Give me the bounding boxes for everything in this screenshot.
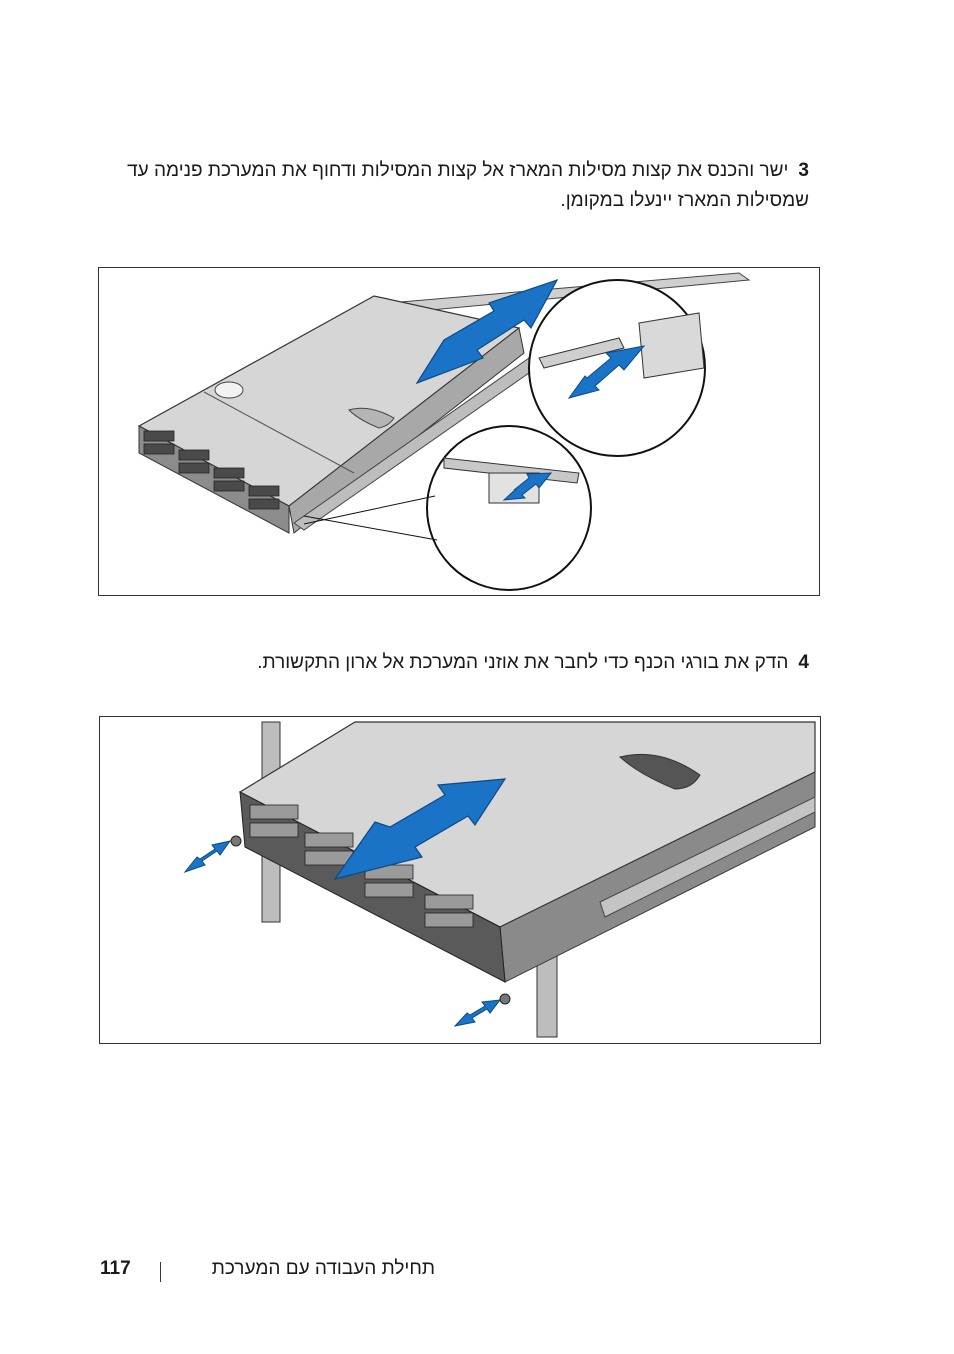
figure-slide-server-into-rails <box>98 267 820 596</box>
step-text: ישר והכנס את קצות מסילות המארז אל קצות ה… <box>127 160 809 211</box>
footer-divider <box>160 1262 161 1282</box>
page-number: 117 <box>100 1258 131 1279</box>
page-footer: 117 תחילת העבודה עם המערכת <box>100 1258 445 1290</box>
step-4: 4 הדק את בורגי הכנף כדי לחבר את אוזני המע… <box>109 648 809 678</box>
step-text: הדק את בורגי הכנף כדי לחבר את אוזני המער… <box>257 652 789 673</box>
step-3: 3ישר והכנס את קצות מסילות המארז אל קצות … <box>109 156 809 216</box>
figure-secure-thumbscrews <box>99 716 821 1044</box>
thumbscrew-illustration <box>183 721 816 1038</box>
step-number: 3 <box>798 160 809 181</box>
footer-section-title: תחילת העבודה עם המערכת <box>211 1258 435 1279</box>
rail-installation-illustration <box>137 272 751 591</box>
step-number: 4 <box>798 652 809 673</box>
